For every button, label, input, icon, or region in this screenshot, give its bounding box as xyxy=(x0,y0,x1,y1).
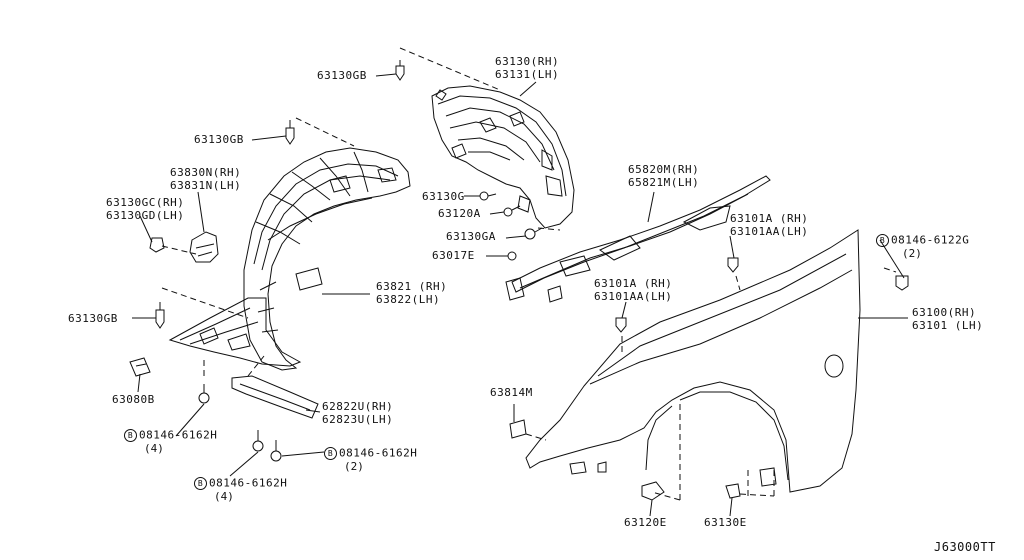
fasteners xyxy=(149,60,909,499)
label-63130gb-mid: 63130GB xyxy=(194,133,244,146)
bolt-badge: B xyxy=(324,447,337,460)
label-63130gc-rh: 63130GC(RH) xyxy=(106,196,185,209)
qty-08146-6122g: (2) xyxy=(902,247,922,260)
small-bracket-63080b xyxy=(129,357,151,377)
wheel-house-liner xyxy=(243,147,411,371)
block-63814m xyxy=(509,419,527,439)
label-65820m-rh: 65820M(RH) xyxy=(628,163,700,176)
label-63100-rh: 63100(RH) xyxy=(912,306,977,319)
label-63101a-rh-top: 63101A (RH) xyxy=(730,212,809,225)
label-63101a-rh-mid: 63101A (RH) xyxy=(594,277,673,290)
label-63120a: 63120A xyxy=(438,207,481,220)
label-65821m-lh: 65821M(LH) xyxy=(628,176,700,189)
qty-08146-6162h-c: (4) xyxy=(214,490,234,503)
label-63831n-lh: 63831N(LH) xyxy=(170,179,242,192)
label-63130gd-lh: 63130GD(LH) xyxy=(106,209,185,222)
label-62823u-lh: 62823U(LH) xyxy=(322,413,394,426)
clip-63120e xyxy=(641,481,665,501)
side-bracket xyxy=(189,231,219,263)
qty-08146-6162h-b: (2) xyxy=(344,460,364,473)
label-63130gb-low: 63130GB xyxy=(68,312,118,325)
label-63131-lh: 63131(LH) xyxy=(495,68,560,81)
label-08146-6162h-a-text: 08146-6162H xyxy=(139,428,218,442)
label-63130g: 63130G xyxy=(422,190,465,203)
label-08146-6162h-b-text: 08146-6162H xyxy=(339,446,418,460)
seal-rail xyxy=(505,175,771,303)
label-63814m: 63814M xyxy=(490,386,533,399)
label-63821-rh: 63821 (RH) xyxy=(376,280,448,293)
label-62822u-rh: 62822U(RH) xyxy=(322,400,394,413)
label-63830n-rh: 63830N(RH) xyxy=(170,166,242,179)
label-63101aa-lh-mid: 63101AA(LH) xyxy=(594,290,673,303)
label-08146-6162h-c-text: 08146-6162H xyxy=(209,476,288,490)
label-63130ga: 63130GA xyxy=(446,230,496,243)
qty-08146-6162h-a: (4) xyxy=(144,442,164,455)
dashed-guides xyxy=(161,47,897,501)
label-63120e: 63120E xyxy=(624,516,667,529)
front-fender xyxy=(525,229,861,493)
label-63130gb-top: 63130GB xyxy=(317,69,367,82)
lower-splash-shield xyxy=(168,297,302,367)
bolt-badge: B xyxy=(124,429,137,442)
label-63101aa-lh-top: 63101AA(LH) xyxy=(730,225,809,238)
label-63080b: 63080B xyxy=(112,393,155,406)
lower-strip xyxy=(231,375,319,419)
bolt-badge: B xyxy=(194,477,207,490)
label-08146-6122g-text: 08146-6122G xyxy=(891,233,970,247)
label-63130-rh: 63130(RH) xyxy=(495,55,560,68)
label-63822-lh: 63822(LH) xyxy=(376,293,441,306)
label-63101-lh: 63101 (LH) xyxy=(912,319,984,332)
label-63017e: 63017E xyxy=(432,249,475,262)
leader-lines xyxy=(132,73,908,517)
label-63130e: 63130E xyxy=(704,516,747,529)
diagram-code: J63000TT xyxy=(934,540,996,554)
bolt-badge: B xyxy=(876,234,889,247)
upper-fender-liner xyxy=(431,85,575,229)
